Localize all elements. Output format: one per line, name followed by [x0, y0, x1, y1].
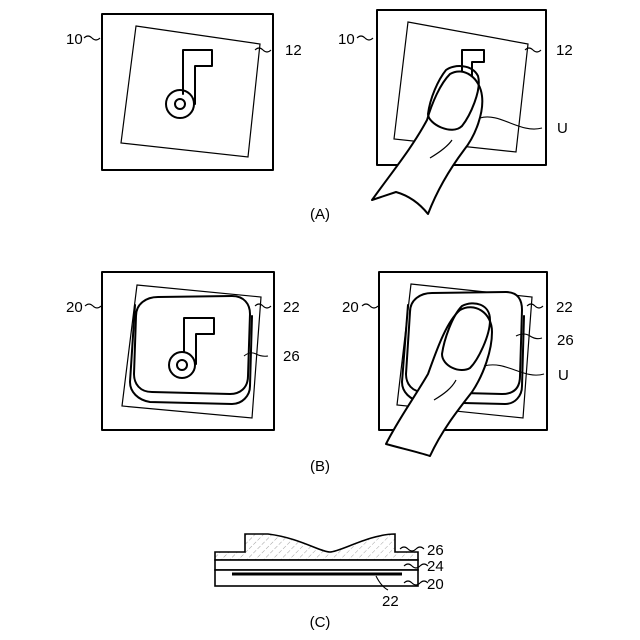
- panel-c-section: 26 24 20 22: [215, 534, 444, 610]
- music-note-icon: [166, 50, 212, 118]
- tilde-leader: [362, 304, 378, 308]
- panel-b-right: 20 22 26 U: [342, 272, 574, 456]
- label-20-b: 20: [66, 299, 83, 316]
- caption-a: (A): [310, 206, 330, 223]
- label-20-b2: 20: [342, 299, 359, 316]
- panel-b-left: 20 22 26: [66, 272, 300, 430]
- label-10-a: 10: [66, 31, 83, 48]
- cover-26-button: [130, 296, 252, 404]
- caption-b: (B): [310, 458, 330, 475]
- caption-c: (C): [310, 614, 331, 631]
- tilde-leader: [357, 36, 373, 40]
- tilde-leader: [255, 304, 271, 308]
- label-20-c: 20: [427, 576, 444, 593]
- label-12-a2: 12: [556, 42, 573, 59]
- label-26-b2: 26: [557, 332, 574, 349]
- leader-u: [480, 117, 542, 129]
- label-26-c: 26: [427, 542, 444, 559]
- panel-a-left: 10 12: [66, 14, 302, 170]
- label-24-c: 24: [427, 558, 444, 575]
- tilde-leader: [255, 48, 271, 52]
- tilde-leader: [84, 36, 100, 40]
- tilde-leader: [527, 304, 543, 308]
- image-12-sheet: [121, 26, 260, 157]
- layer-20-display: [215, 570, 418, 586]
- label-22-b2: 22: [556, 299, 573, 316]
- tilde-leader: [85, 304, 101, 308]
- label-10-a2: 10: [338, 31, 355, 48]
- panel-a-right: 10 12 U: [338, 10, 573, 214]
- tilde-leader: [400, 547, 424, 551]
- label-22-b: 22: [283, 299, 300, 316]
- label-u-a: U: [557, 120, 568, 137]
- label-12-a: 12: [285, 42, 302, 59]
- layer-26-cover: [215, 534, 418, 560]
- label-22-c: 22: [382, 593, 399, 610]
- label-26-b: 26: [283, 348, 300, 365]
- finger-icon: [372, 66, 482, 214]
- layer-24: [215, 560, 418, 570]
- label-u-b: U: [558, 367, 569, 384]
